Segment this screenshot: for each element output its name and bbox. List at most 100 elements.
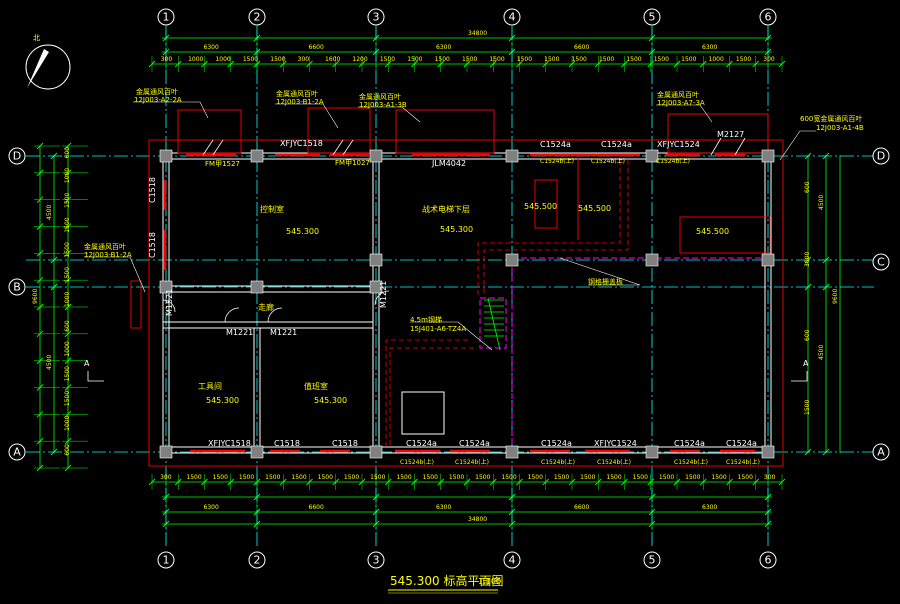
detail-dimension: 1500: [517, 56, 532, 63]
axis-label: 3: [373, 554, 380, 567]
axis-bubble: 5: [643, 551, 661, 569]
axis-bubble: A: [8, 443, 26, 461]
detail-dimension: 300: [764, 474, 776, 481]
bay-dimension: 4500: [46, 205, 53, 220]
door-label: M1221: [226, 328, 253, 337]
opening-sub-label: C1524b(上): [455, 458, 489, 466]
door-label: M1521: [165, 289, 174, 316]
room-name: 工具间: [198, 382, 222, 391]
axis-label: D: [877, 150, 885, 163]
opening-sub-label: C1524b(上): [597, 458, 631, 466]
detail-dimension: 1000: [64, 168, 71, 183]
axis-bubble: 3: [367, 551, 385, 569]
bay-dimension: 6600: [574, 504, 589, 511]
column: [761, 253, 775, 267]
detail-dimension: 1500: [685, 474, 700, 481]
opening-label: C1518: [274, 439, 300, 448]
room-elevation: 545.300: [440, 225, 473, 234]
callout-text: 金属通风百叶: [359, 92, 401, 101]
axis-label: 6: [765, 11, 772, 24]
opening-label: C1524a: [540, 140, 571, 149]
detail-dimension: 1500: [213, 474, 228, 481]
detail-dimension: 1500: [501, 474, 516, 481]
detail-dimension: 1500: [64, 267, 71, 282]
opening-label: XFJYC1524: [594, 439, 637, 448]
detail-dimension: 1500: [396, 474, 411, 481]
steel-grating-route: [479, 257, 770, 453]
detail-dimension: 1500: [449, 474, 464, 481]
axis-label: A: [877, 446, 885, 459]
opening-label: C1524a: [541, 439, 572, 448]
elevation-mark: 545.500: [524, 202, 557, 211]
column: [250, 280, 264, 294]
axis-bubble: D: [872, 147, 890, 165]
opening-sub-label: C1524b(上): [674, 458, 708, 466]
axis-label: C: [877, 256, 885, 269]
opening-label: M2127: [717, 130, 744, 139]
detail-dimension: 1500: [239, 474, 254, 481]
detail-dimension: 1000: [215, 56, 230, 63]
detail-dimension: 600: [64, 320, 71, 332]
bay-dimension: 4500: [818, 345, 825, 360]
axis-bubble: 5: [643, 8, 661, 26]
room-elevation: 545.300: [314, 396, 347, 405]
detail-dimension: 1500: [633, 474, 648, 481]
opening-label: C1524a: [406, 439, 437, 448]
bay-dimension: 6300: [204, 44, 219, 51]
callout-ref: 15J401-A6-TZ4A: [410, 325, 466, 333]
axis-grid-lines: [26, 26, 874, 548]
detail-dimension: 1500: [462, 56, 477, 63]
column: [369, 253, 383, 267]
north-arrow-icon: 北: [25, 34, 71, 90]
window-label: C1518: [148, 232, 157, 258]
opening-label: C1524a: [726, 439, 757, 448]
detail-dimension: 1500: [270, 56, 285, 63]
detail-dimension: 1500: [291, 474, 306, 481]
axis-bubble: 1: [157, 551, 175, 569]
detail-dimension: 1500: [572, 56, 587, 63]
room-name: 控制室: [260, 204, 284, 214]
detail-dimension: 1500: [64, 242, 71, 257]
drawing-title-block: 545.300 标高平面图 1:100: [388, 573, 503, 594]
detail-dimension: 1500: [544, 56, 559, 63]
column: [159, 149, 173, 163]
detail-dimension: 1500: [407, 56, 422, 63]
door-label: M1221: [270, 328, 297, 337]
opening-label: XFJYC1524: [657, 140, 700, 149]
opening-sub-label: C1524b(上): [726, 458, 760, 466]
detail-dimension: 1000: [64, 341, 71, 356]
axis-bubble: C: [872, 253, 890, 271]
axis-label: 4: [509, 554, 516, 567]
bay-dimension: 6300: [204, 504, 219, 511]
detail-dimension: 300: [161, 56, 173, 63]
column: [505, 445, 519, 459]
detail-dimension: 1500: [599, 56, 614, 63]
detail-dimension: 1500: [64, 366, 71, 381]
axis-bubble: B: [8, 278, 26, 296]
column: [761, 149, 775, 163]
callout-ref: 12J003-A2-2A: [134, 96, 182, 104]
opening-sub-label: C1524b(上): [541, 458, 575, 466]
opening-label: C1524a: [459, 439, 490, 448]
detail-dimension: 1500: [64, 192, 71, 207]
opening-label: FM甲1027: [335, 159, 370, 167]
opening-label: XFJYC1518: [208, 439, 251, 448]
drawing-title: 545.300 标高平面图: [390, 573, 503, 588]
bay-dimension: 6600: [309, 44, 324, 51]
bay-dimension-labels: 6300630066006600630063006600660063006300…: [46, 44, 825, 511]
opening-marks: [163, 153, 755, 453]
detail-dimension: 1500: [489, 56, 504, 63]
detail-dimension: 1500: [435, 56, 450, 63]
opening-sub-label: C1524b(上): [400, 458, 434, 466]
detail-dimension: 1000: [188, 56, 203, 63]
callout-ref: 12J003-B1-2A: [84, 251, 132, 259]
section-mark: A: [803, 359, 809, 368]
detail-dimension: 1000: [64, 292, 71, 307]
column: [369, 280, 383, 294]
axis-bubble: 3: [367, 8, 385, 26]
text-layer: 控制室 545.300 战术电梯下层 545.300 走廊 工具间 545.30…: [32, 30, 864, 523]
detail-dimension: 1500: [423, 474, 438, 481]
column: [505, 253, 519, 267]
ventilation-shafts: [130, 107, 784, 467]
axis-bubble: 1: [157, 8, 175, 26]
